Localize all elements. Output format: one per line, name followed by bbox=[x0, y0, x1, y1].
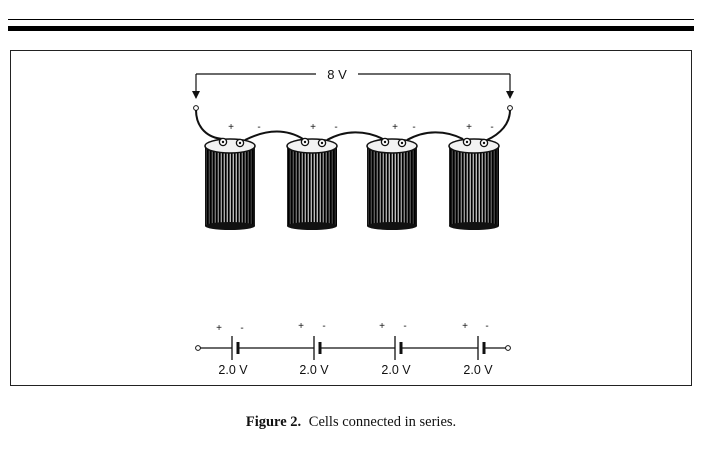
plus-sign: + bbox=[466, 122, 472, 133]
minus-sign: - bbox=[334, 122, 337, 133]
schematic-polarity-labels: + - + - + - + - bbox=[216, 321, 489, 334]
plus-sign: + bbox=[216, 323, 222, 334]
schematic-circuit bbox=[195, 336, 511, 360]
cell-symbol-2 bbox=[313, 336, 322, 360]
top-thin-rule bbox=[8, 19, 694, 20]
top-thick-rule bbox=[8, 26, 694, 31]
cell-voltage-1: 2.0 V bbox=[218, 363, 248, 377]
cell-symbol-4 bbox=[477, 336, 486, 360]
cell-1 bbox=[204, 137, 256, 230]
plus-sign: + bbox=[392, 122, 398, 133]
plus-sign: + bbox=[310, 122, 316, 133]
series-wires bbox=[195, 109, 511, 141]
minus-sign: - bbox=[403, 321, 406, 332]
cell-symbol-1 bbox=[231, 336, 240, 360]
cell-voltage-2: 2.0 V bbox=[299, 363, 329, 377]
plus-sign: + bbox=[379, 321, 385, 332]
figure-frame bbox=[10, 50, 692, 386]
cell-polarity-labels: + - + - + - + - bbox=[228, 122, 494, 133]
minus-sign: - bbox=[322, 321, 325, 332]
minus-sign: - bbox=[490, 122, 493, 133]
voltage-bracket bbox=[192, 73, 514, 99]
minus-sign: - bbox=[240, 323, 243, 334]
figure-caption-label: Figure 2. bbox=[245, 414, 302, 430]
minus-sign: - bbox=[485, 321, 488, 332]
cell-voltage-3: 2.0 V bbox=[381, 363, 411, 377]
plus-sign: + bbox=[298, 321, 304, 332]
cell-3 bbox=[366, 137, 418, 230]
plus-sign: + bbox=[228, 122, 234, 133]
total-voltage-label: 8 V bbox=[327, 67, 347, 82]
cell-voltage-labels: 2.0 V 2.0 V 2.0 V 2.0 V bbox=[218, 363, 493, 377]
cell-2 bbox=[286, 137, 338, 230]
cell-symbol-3 bbox=[394, 336, 403, 360]
plus-sign: + bbox=[462, 321, 468, 332]
left-terminal bbox=[193, 105, 199, 111]
minus-sign: - bbox=[257, 122, 260, 133]
right-terminal bbox=[507, 105, 513, 111]
cell-4 bbox=[448, 137, 500, 230]
figure-caption-text: Cells connected in series. bbox=[308, 414, 457, 430]
minus-sign: - bbox=[412, 122, 415, 133]
cell-voltage-4: 2.0 V bbox=[463, 363, 493, 377]
figure-caption: Figure 2. Cells connected in series. bbox=[0, 414, 702, 431]
